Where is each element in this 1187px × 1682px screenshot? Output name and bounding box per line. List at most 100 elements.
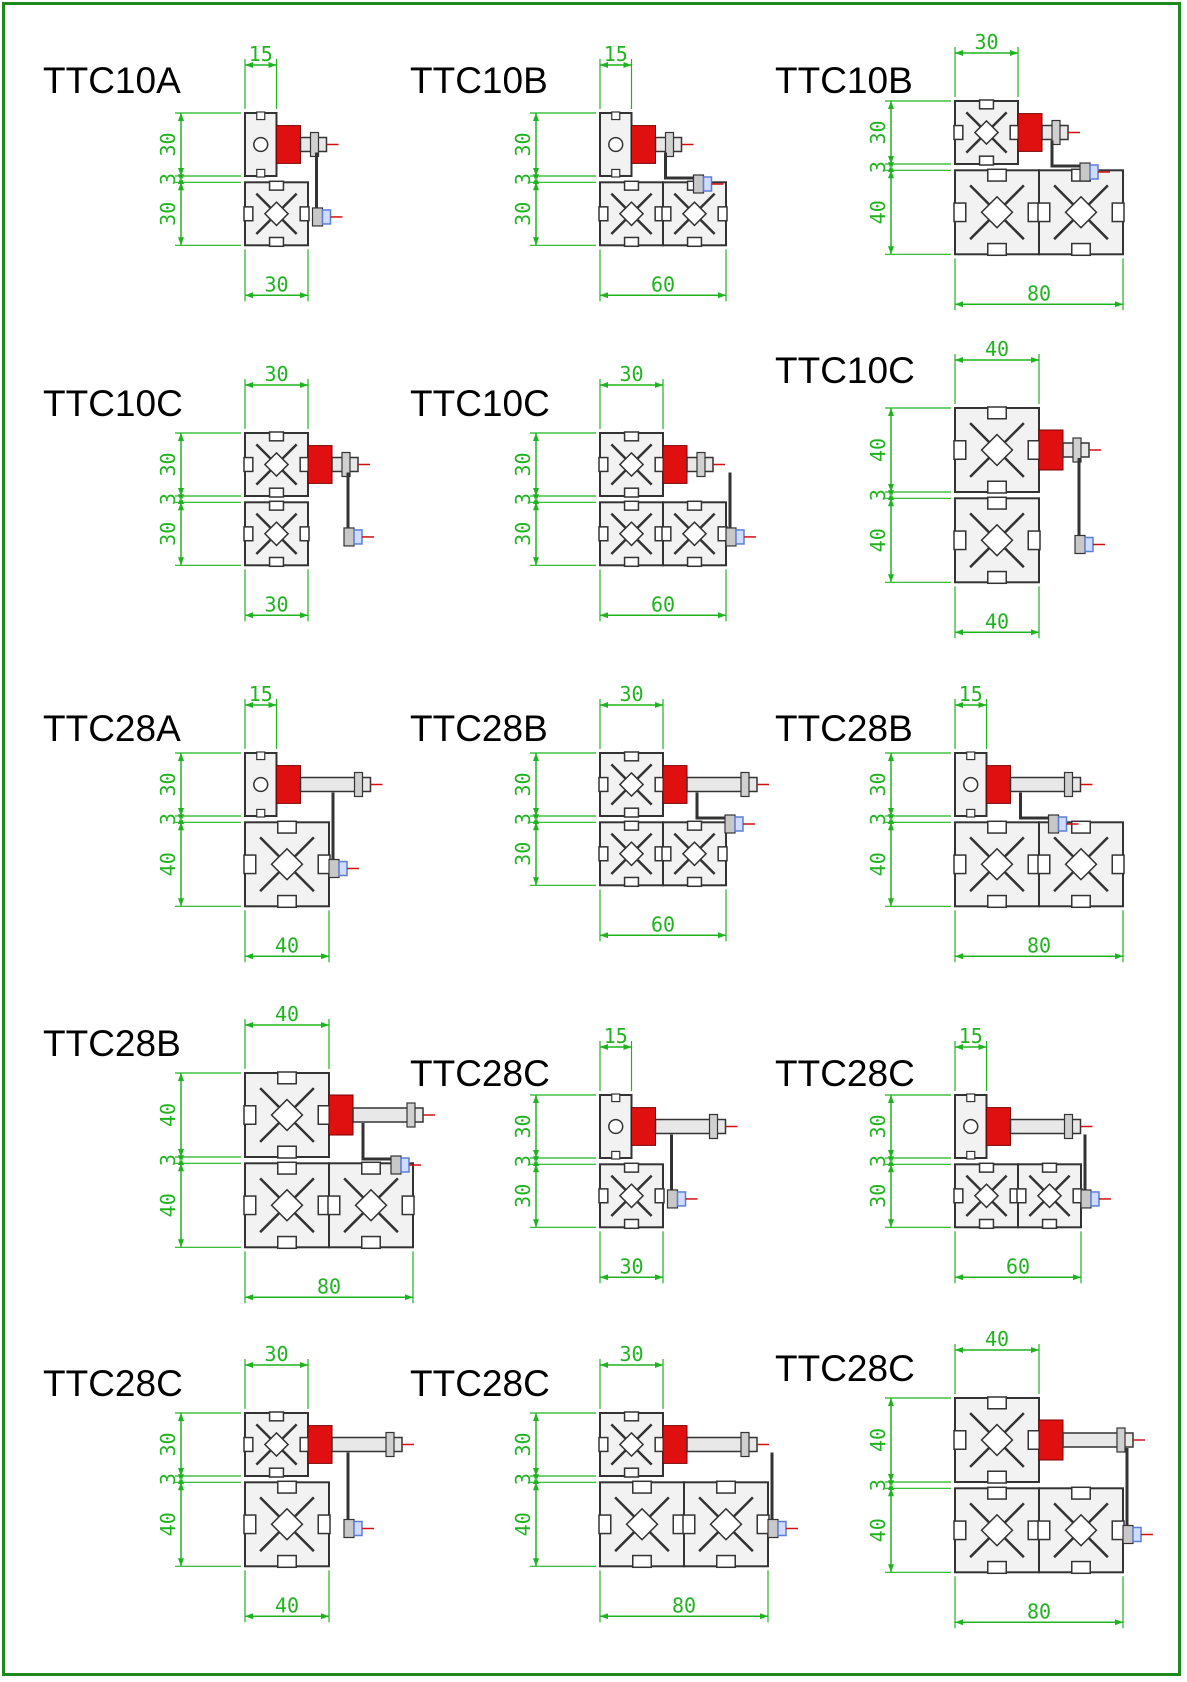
dimension-value: 40 [985, 609, 1009, 633]
t-slot [268, 487, 285, 498]
profile-core [618, 841, 645, 867]
dimension-arrow [600, 62, 632, 68]
profile-core [625, 1507, 659, 1541]
dimension-value: 40 [866, 852, 890, 876]
t-slot [1071, 894, 1091, 909]
dimension-value: 40 [866, 1428, 890, 1452]
t-nut-icon [724, 814, 736, 834]
t-slot [327, 1195, 341, 1216]
dimension-value: 40 [156, 1103, 180, 1127]
profile-core [618, 521, 645, 547]
dimension-arrow [178, 494, 184, 504]
profile-core [980, 1513, 1014, 1547]
magnet-icon [1038, 429, 1064, 471]
t-slot [243, 526, 254, 542]
t-slot [966, 1093, 976, 1103]
t-slot [598, 206, 609, 222]
dimension-arrow [888, 1156, 894, 1166]
dimension-value: 30 [156, 202, 180, 226]
t-slot [1071, 1486, 1091, 1500]
dimension-arrow [178, 1155, 184, 1165]
t-slot [611, 1150, 621, 1160]
dimension-value: 3 [866, 161, 890, 173]
profile-core [681, 521, 708, 547]
magnet-icon [307, 1425, 333, 1464]
dimension-value: 40 [156, 1193, 180, 1217]
bolt-icon [1084, 536, 1094, 553]
t-slot [623, 1162, 640, 1173]
bolt-icon [1089, 164, 1099, 180]
bolt-icon [676, 1191, 687, 1207]
nut-icon [1072, 437, 1082, 463]
t-slot [268, 556, 285, 568]
t-slot [1111, 1520, 1125, 1541]
t-slot [277, 1071, 297, 1085]
magnet-icon [662, 1425, 688, 1464]
t-slot [299, 526, 310, 542]
t-slot [598, 1436, 609, 1453]
dimension-value: 60 [651, 912, 675, 936]
t-slot [682, 1514, 696, 1535]
dimension-value: 40 [156, 852, 180, 876]
t-nut-icon [666, 1189, 679, 1209]
dimension-value: 30 [511, 842, 535, 866]
magnet-icon [1017, 113, 1043, 152]
t-nut-icon [343, 527, 355, 547]
t-slot [987, 894, 1007, 909]
profile-core [1064, 1513, 1098, 1547]
bracket [664, 152, 706, 180]
t-slot [401, 1195, 415, 1216]
t-nut-icon [692, 174, 705, 194]
dimension-value: 15 [604, 42, 628, 66]
dimension-value: 80 [1027, 281, 1051, 305]
t-nut-icon [1047, 814, 1060, 834]
t-nut-icon [1079, 162, 1091, 182]
t-slot [686, 876, 703, 888]
assembly-label: TTC28C [410, 1053, 550, 1094]
dimension-value: 3 [511, 813, 535, 825]
dimension-value: 30 [156, 1432, 180, 1456]
t-slot [243, 206, 254, 222]
nut-icon [1063, 1113, 1074, 1140]
dimension-arrow [178, 1474, 184, 1484]
dimension-value: 15 [959, 682, 983, 706]
dimension-value: 40 [275, 1002, 299, 1026]
profile-core [973, 1183, 1000, 1209]
bolt-icon [1057, 816, 1068, 832]
dimension-value: 15 [959, 1024, 983, 1048]
t-slot [717, 206, 728, 222]
profile-core [263, 201, 290, 227]
profile-core [1064, 195, 1098, 229]
t-slot [277, 1161, 297, 1175]
dimension-arrow [888, 1480, 894, 1490]
profile-core [354, 1188, 388, 1222]
nut-icon [1051, 119, 1061, 146]
assembly-label: TTC10C [43, 383, 183, 424]
t-slot [623, 876, 640, 888]
t-slot [1071, 242, 1091, 257]
bolt-icon [321, 209, 332, 225]
t-slot [268, 1467, 285, 1478]
t-slot [1037, 854, 1051, 875]
assembly-label: TTC10C [775, 350, 915, 391]
dimension-value: 30 [264, 272, 288, 296]
dimension-arrow [533, 174, 539, 184]
t-slot [1041, 1218, 1058, 1230]
dimension-value: 30 [264, 1342, 288, 1366]
t-slot [623, 500, 640, 511]
t-slot [987, 1470, 1007, 1484]
dimension-value: 30 [511, 1184, 535, 1208]
nut-icon [740, 771, 750, 798]
t-slot [277, 1480, 297, 1494]
t-slot [598, 1188, 609, 1204]
profile-core [618, 451, 645, 478]
magnet-icon [631, 1107, 656, 1146]
profile-bore [253, 136, 269, 153]
dimension-arrow [600, 1044, 632, 1050]
bracket [1019, 792, 1061, 820]
